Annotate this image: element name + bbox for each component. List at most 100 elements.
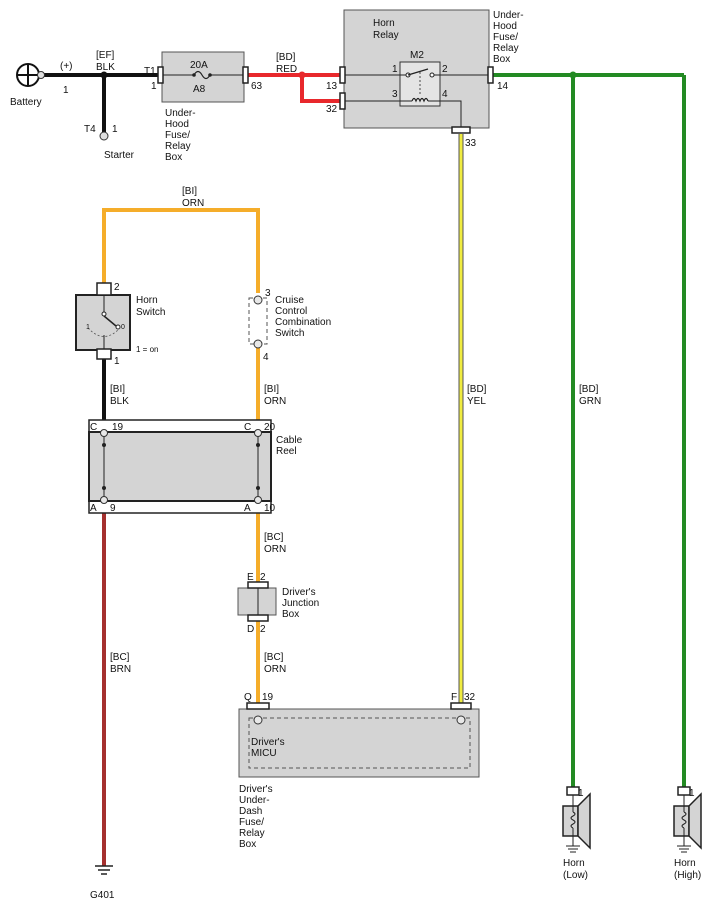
- wire-orn-reel-color: ORN: [264, 544, 286, 555]
- wire-orn-jbox-color: ORN: [264, 664, 286, 675]
- relay-conn-14: [487, 66, 494, 84]
- cable-reel-conn-tl: C: [90, 422, 97, 433]
- horn-switch-contact: [115, 324, 121, 330]
- wire-red-color: RED: [276, 64, 297, 75]
- cable-reel-conn-bl: A: [90, 503, 97, 514]
- relay-coil-icon: [411, 97, 429, 103]
- relay-conn-32: [339, 92, 346, 110]
- relay-switch-arm: [407, 68, 429, 76]
- starter-label: Starter: [104, 150, 135, 161]
- horn-low-label: Horn (Low): [563, 858, 588, 881]
- micu-pin: [456, 715, 466, 725]
- battery-icon: [16, 63, 40, 87]
- cable-reel-pin-tl: 19: [112, 422, 124, 433]
- wire-grn-color: GRN: [579, 396, 601, 407]
- relay-conn-pin-32: 32: [326, 104, 338, 115]
- relay-pin-2: 2: [442, 64, 448, 75]
- relay-conn-pin-13: 13: [326, 81, 338, 92]
- cable-reel-pin-bl: 9: [110, 503, 116, 514]
- micu-module: [248, 717, 471, 769]
- cruise-label: Cruise Control Combination Switch: [275, 295, 334, 339]
- cable-reel-node: [256, 486, 260, 490]
- wire-grn-circuit: [BD]: [579, 384, 599, 395]
- horn-low-pin: 1: [578, 788, 584, 799]
- horn-switch-pin-bottom: 1: [114, 356, 120, 367]
- cable-reel-pin: [100, 496, 108, 504]
- jbox-label: Driver's Junction Box: [282, 587, 322, 620]
- relay-contact: [429, 72, 435, 78]
- cable-reel-node: [256, 443, 260, 447]
- relay-id: M2: [410, 50, 424, 61]
- cable-reel-label: Cable Reel: [276, 435, 305, 457]
- wire-yel-color: YEL: [467, 396, 486, 407]
- horn-switch-contact: [101, 311, 107, 317]
- micu-box-label: Driver's Under- Dash Fuse/ Relay Box: [239, 784, 275, 850]
- relay-box-label: Under- Hood Fuse/ Relay Box: [493, 10, 526, 65]
- micu-pin-right: 32: [464, 692, 476, 703]
- cable-reel-pin: [254, 496, 262, 504]
- cable-reel-pin-tr: 20: [264, 422, 276, 433]
- fuse-pin-out: 63: [251, 81, 263, 92]
- jbox-body: [237, 587, 277, 616]
- wire-orn-cruise-circuit: [BI]: [264, 384, 279, 395]
- micu-label: Driver's MICU: [251, 737, 287, 759]
- wire-brn-color: BRN: [110, 664, 131, 675]
- wire-ef-circuit: [EF]: [96, 50, 115, 61]
- wire-orn-jbox-circuit: [BC]: [264, 652, 284, 663]
- horn-switch-pin-top: 2: [114, 282, 120, 293]
- fuse-box-body: [161, 51, 245, 103]
- micu-conn-right-label: F: [451, 692, 457, 703]
- cruise-pin-top: [253, 295, 263, 305]
- cruise-pin-top-label: 3: [265, 288, 271, 299]
- horn-switch-note: 1 = on: [136, 345, 158, 354]
- cable-reel-pin: [100, 429, 108, 437]
- horn-icon: [673, 786, 702, 853]
- cable-reel-pin-br: 10: [264, 503, 276, 514]
- battery-terminal: [37, 71, 45, 79]
- wire-orn-reel-circuit: [BC]: [264, 532, 284, 543]
- fuse-box-label: Under- Hood Fuse/ Relay Box: [165, 108, 198, 163]
- relay-pin-3: 3: [392, 89, 398, 100]
- horn-switch-conn-bottom: [96, 348, 112, 360]
- wire-orn-cruise-color: ORN: [264, 396, 286, 407]
- wire-orn-loop-color: ORN: [182, 198, 204, 209]
- battery-terminal-label: (+): [60, 61, 73, 72]
- cable-reel-conn-br: A: [244, 503, 251, 514]
- fuse-conn-out: [242, 66, 249, 84]
- wire-blk-switch-color: BLK: [110, 396, 129, 407]
- starter-terminal: [99, 131, 109, 141]
- relay-conn-13: [339, 66, 346, 84]
- starter-pin: 1: [112, 124, 118, 135]
- cruise-pin-bottom-label: 4: [263, 352, 269, 363]
- micu-pin: [253, 715, 263, 725]
- jbox-conn-bottom: [247, 614, 269, 622]
- horn-switch-arm: [103, 315, 117, 327]
- ground-icon: [95, 865, 113, 875]
- relay-pin-4: 4: [442, 89, 448, 100]
- micu-conn-left-label: Q: [244, 692, 252, 703]
- micu-box-body: [238, 708, 480, 778]
- wire-orn-loop: [102, 208, 260, 293]
- fuse-rating: 20A: [190, 60, 208, 71]
- wire-ef-color: BLK: [96, 62, 115, 73]
- splice-dot: [298, 71, 306, 79]
- fuse-connector: T1: [144, 66, 156, 77]
- fuse-end: [192, 73, 196, 77]
- fuse-end: [208, 73, 212, 77]
- jbox-pin-bottom: 2: [260, 624, 266, 635]
- micu-pin-left: 19: [262, 692, 274, 703]
- relay-title: Horn Relay: [373, 18, 399, 41]
- splice-dot: [100, 71, 108, 79]
- battery-pin: 1: [63, 85, 69, 96]
- cable-reel-node: [102, 486, 106, 490]
- battery-label: Battery: [10, 97, 42, 108]
- micu-conn-left: [246, 702, 270, 710]
- jbox-pin-top: 2: [260, 572, 266, 583]
- fuse-icon: [193, 70, 211, 80]
- cable-reel-pin: [254, 429, 262, 437]
- wire-brn-circuit: [BC]: [110, 652, 130, 663]
- relay-conn-33: [451, 126, 471, 134]
- horn-switch-label: Horn Switch: [136, 295, 165, 318]
- horn-switch-body: [75, 294, 131, 351]
- horn-high-label: Horn (High): [674, 858, 701, 881]
